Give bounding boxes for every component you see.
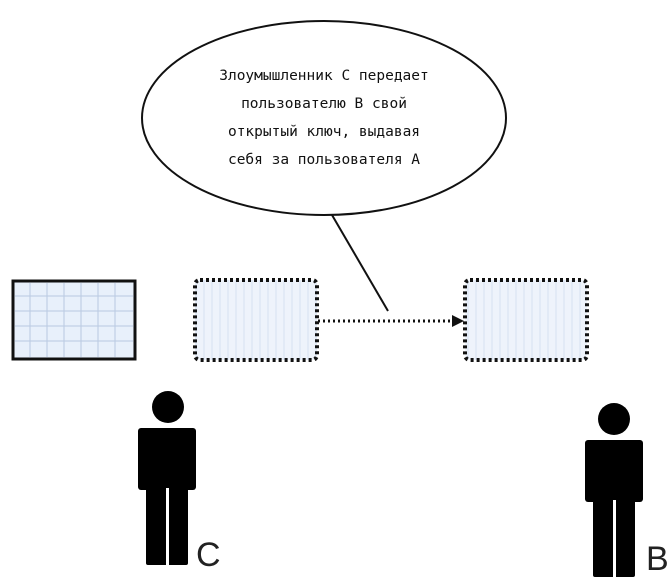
callout-line-4: себя за пользователя А: [228, 152, 420, 168]
callout-line-2: пользователю В свой: [241, 96, 407, 112]
attacker-label: C: [196, 536, 221, 574]
receiver-person-icon: [585, 403, 643, 577]
attacker-person-icon: [138, 391, 196, 565]
callout-line-1: Злоумышленник С передает: [219, 68, 429, 84]
callout-bubble: [141, 20, 507, 216]
receiver-label: B: [646, 540, 669, 578]
key-table-icon: [11, 279, 137, 361]
public-key-box-receiver: [463, 278, 589, 362]
public-key-box-sender: [193, 278, 319, 362]
callout-line-3: открытый ключ, выдавая: [228, 124, 420, 140]
callout-pointer: [331, 214, 389, 312]
